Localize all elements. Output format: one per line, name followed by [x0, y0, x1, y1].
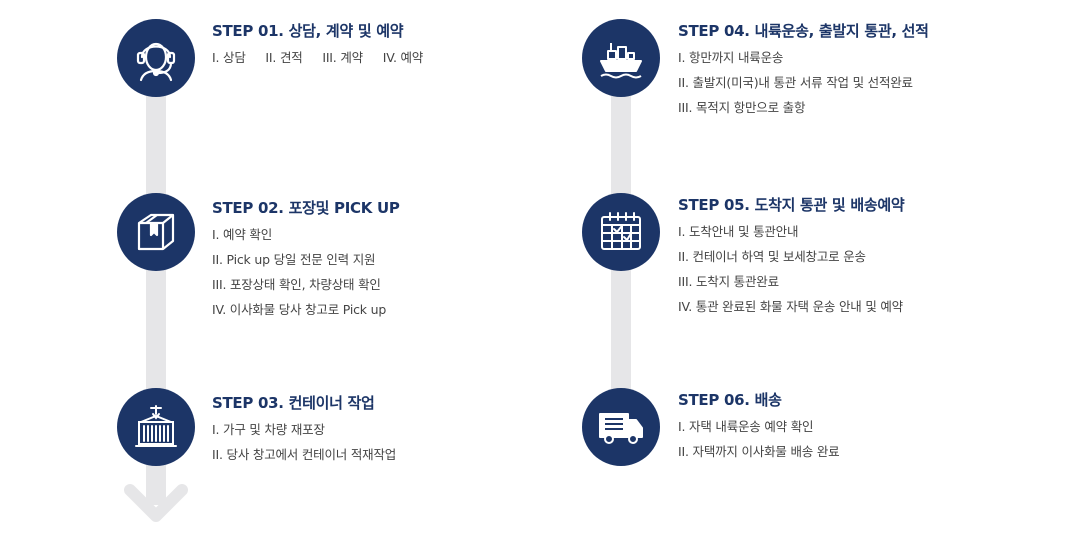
step-03-text: STEP 03. 컨테이너 작업 I. 가구 및 차량 재포장 II. 당사 창… [212, 393, 572, 467]
step-04-text: STEP 04. 내륙운송, 출발지 통관, 선적 I. 항만까지 내륙운송 I… [678, 21, 1038, 120]
list-item: I. 도착안내 및 통관안내 [678, 224, 799, 239]
step-06-title: STEP 06. 배송 [678, 391, 782, 409]
list-item: I. 가구 및 차량 재포장 [212, 422, 325, 437]
step-01-circle [117, 19, 195, 97]
list-item: I. 상담 [212, 50, 246, 65]
list-item: III. 도착지 통관완료 [678, 274, 779, 289]
list-item: II. 컨테이너 하역 및 보세창고로 운송 [678, 249, 866, 264]
step-01-text: STEP 01. 상담, 계약 및 예약 I. 상담 II. 견적 III. 계… [212, 21, 572, 70]
list-item: I. 항만까지 내륙운송 [678, 50, 784, 65]
list-item: I. 예약 확인 [212, 227, 273, 242]
step-01-title: STEP 01. 상담, 계약 및 예약 [212, 22, 404, 40]
list-item: III. 포장상태 확인, 차량상태 확인 [212, 277, 381, 292]
list-item: II. Pick up 당일 전문 인력 지원 [212, 252, 376, 267]
list-item: IV. 예약 [382, 50, 424, 65]
step-04-title: STEP 04. 내륙운송, 출발지 통관, 선적 [678, 22, 929, 40]
step-04-circle [582, 19, 660, 97]
calendar-icon [601, 212, 641, 250]
step-02-title: STEP 02. 포장및 PICK UP [212, 199, 400, 217]
list-item: II. 견적 [265, 50, 303, 65]
list-item: II. 당사 창고에서 컨테이너 적재작업 [212, 447, 397, 462]
list-item: IV. 이사화물 당사 창고로 Pick up [212, 302, 387, 317]
step-01-items: I. 상담 II. 견적 III. 계약 IV. 예약 [212, 45, 572, 70]
step-02-circle [117, 193, 195, 271]
step-06-circle [582, 388, 660, 466]
list-item: III. 목적지 항만으로 출항 [678, 100, 806, 115]
arrow-down-icon [124, 484, 188, 522]
container-icon [135, 405, 177, 447]
box-icon [137, 213, 175, 251]
step-05-text: STEP 05. 도착지 통관 및 배송예약 I. 도착안내 및 통관안내 II… [678, 195, 1038, 319]
headset-icon [136, 42, 176, 82]
step-06-text: STEP 06. 배송 I. 자택 내륙운송 예약 확인 II. 자택까지 이사… [678, 390, 1038, 464]
step-02-text: STEP 02. 포장및 PICK UP I. 예약 확인 II. Pick u… [212, 198, 572, 322]
step-03-circle [117, 388, 195, 466]
step-05-title: STEP 05. 도착지 통관 및 배송예약 [678, 196, 905, 214]
ship-icon [600, 43, 642, 79]
step-03-title: STEP 03. 컨테이너 작업 [212, 394, 375, 412]
truck-icon [599, 413, 643, 444]
step-05-circle [582, 193, 660, 271]
list-item: II. 출발지(미국)내 통관 서류 작업 및 선적완료 [678, 75, 913, 90]
list-item: IV. 통관 완료된 화물 자택 운송 안내 및 예약 [678, 299, 903, 314]
list-item: III. 계약 [322, 50, 363, 65]
list-item: I. 자택 내륙운송 예약 확인 [678, 419, 814, 434]
list-item: II. 자택까지 이사화물 배송 완료 [678, 444, 840, 459]
